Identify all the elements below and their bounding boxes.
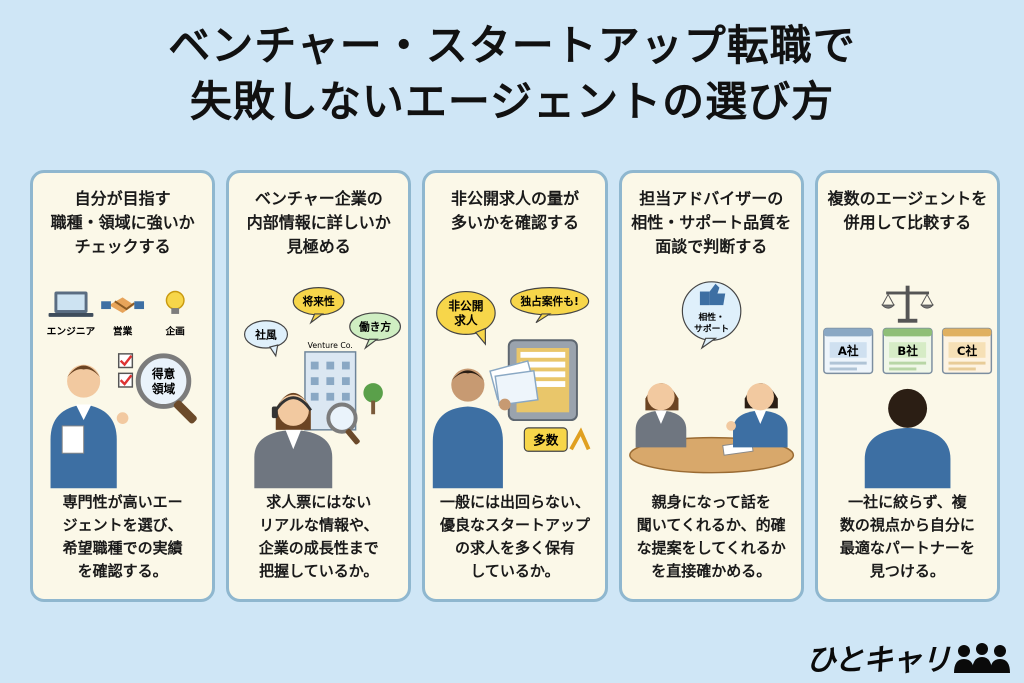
card-illustration: 将来性 社風 働き方 Venture Co. [229,281,408,491]
brand-logo-text: ひとキャリ [805,643,951,678]
specialty-illustration: エンジニア 営業 企画 [47,290,197,489]
hidden-jobs-illustration: 非公開 求人 独占案件も! [433,287,591,489]
thumbs-up-icon [699,283,725,306]
insider-info-illustration: 将来性 社風 働き方 Venture Co. [244,287,402,489]
documents-icon [489,360,540,406]
card-body: 求人票にはない リアルな情報や、 企業の成長性まで 把握しているか。 [258,493,379,580]
person-icon [433,368,512,489]
card-5: 複数のエージェントを 併用して比較する [814,170,1001,602]
brand-logo: ひとキャリ [805,637,1010,678]
interview-illustration: 相性・ サポート [628,281,794,474]
label-culture: 社風 [255,328,278,341]
page-title-line1: ベンチャー・スタートアップ転職で [168,21,856,70]
company-c-window [941,327,992,375]
label-many: 多数 [534,432,560,447]
people-icon [954,643,1010,673]
label-future: 将来性 [303,295,335,308]
card-illustration: 相性・ サポート [622,281,801,491]
person-back-icon [864,388,951,489]
label-strength-area-1: 得意 [151,367,176,381]
label-engineer: エンジニア [47,325,96,337]
company-b-window [882,327,933,375]
label-compat-1: 相性・ [698,311,724,323]
handshake-icon [101,297,145,313]
speech-bubble-icon [244,320,289,358]
label-venture-co: Venture Co. [308,341,353,350]
page-title-line2: 失敗しないエージェントの選び方 [189,77,835,126]
label-company-a: A社 [838,344,859,358]
laptop-icon [48,291,94,317]
card-heading: 担当アドバイザーの 相性・サポート品質を 面談で判断する [631,189,792,256]
advisor-person-icon [254,392,333,489]
card-body: 一般には出回らない、 優良なスタートアップ の求人を多く保有 しているか。 [440,493,591,580]
person-icon [50,364,129,489]
card-body: 専門性が高いエー ジェントを選び、 希望職種での実績 を確認する。 [62,493,183,580]
label-company-b: B社 [897,344,918,358]
card-body: 一社に絞らず、複 数の視点から自分に 最適なパートナーを 見つける。 [839,493,975,580]
speech-bubble-icon [292,287,345,325]
badge-icon [524,427,591,452]
label-hidden-jobs-2: 求人 [455,314,479,328]
card-body: 親身になって話を 聞いてくれるか、的確 な提案をしてくれるか を直接確かめる。 [636,493,786,580]
jobseeker-person-icon [725,383,788,448]
speech-bubble-icon [349,312,402,350]
compare-illustration: A社 B社 C社 [822,285,992,489]
card-illustration: A社 B社 C社 [818,281,997,491]
card-1: 自分が目指す 職種・領域に強いか チェックする エンジニア 営業 [30,170,216,602]
label-sales: 営業 [113,324,133,337]
card-illustration: エンジニア 営業 企画 [33,281,212,491]
advisor-person-icon [635,383,686,448]
label-compat-2: サポート [694,322,729,334]
speech-bubble-icon [510,287,590,324]
label-exclusive: 独占案件も! [520,295,579,308]
speech-bubble-icon [681,281,742,350]
label-planning: 企画 [164,324,185,337]
speech-bubble-icon [436,290,497,346]
magnifier-icon [135,353,197,424]
card-4: 担当アドバイザーの 相性・サポート品質を 面談で判断する 相性・ サポート [618,170,804,602]
scale-icon [880,285,934,323]
card-2: ベンチャー企業の 内部情報に詳しいか 見極める 将来性 社風 働き方 [226,170,412,602]
lightbulb-icon [165,290,185,314]
card-heading: 非公開求人の量が 多いかを確認する [451,189,580,232]
cards-row: 自分が目指す 職種・領域に強いか チェックする エンジニア 営業 [30,170,1001,602]
tree-icon [363,383,384,415]
label-workstyle: 働き方 [358,320,391,333]
card-illustration: 非公開 求人 独占案件も! [425,281,604,491]
label-company-c: C社 [957,344,978,358]
checklist-icon [117,353,134,388]
card-heading: 自分が目指す 職種・領域に強いか チェックする [50,189,195,256]
label-strength-area-2: 領域 [151,382,176,396]
label-hidden-jobs-1: 非公開 [449,299,484,313]
card-heading: 複数のエージェントを 併用して比較する [827,189,988,232]
magnifier-icon [326,402,360,445]
company-a-window [822,327,874,375]
card-3: 非公開求人の量が 多いかを確認する 非公開 求人 独占案件も! [422,170,608,602]
card-heading: ベンチャー企業の 内部情報に詳しいか 見極める [246,189,391,256]
page-title: ベンチャー・スタートアップ転職で 失敗しないエージェントの選び方 [0,18,1024,130]
